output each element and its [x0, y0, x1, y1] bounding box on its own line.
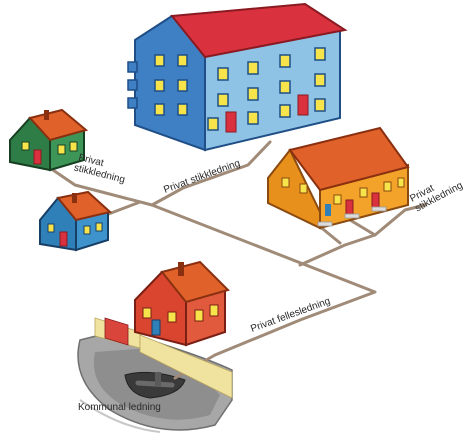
pipe-row-house-b — [348, 218, 377, 237]
label-municipal-line: Kommunal ledning — [78, 402, 161, 413]
road-excavation — [77, 329, 233, 433]
house-green — [9, 108, 89, 172]
label-private-service-line-left: Privat stikkledning — [73, 152, 129, 186]
row-house — [267, 126, 410, 230]
pipe-main-shared — [150, 203, 377, 357]
pipe-left-house — [48, 166, 154, 207]
label-private-shared-line: Privat fellesledning — [249, 296, 332, 335]
fence — [94, 317, 233, 399]
pipe-apartment — [150, 140, 272, 207]
apartment-building — [127, 2, 348, 152]
label-private-service-line-center: Privat stikkledning — [162, 158, 241, 196]
label-private-service-line-right: Privat stikkledning — [408, 170, 464, 214]
house-blue — [39, 190, 113, 252]
house-red — [134, 260, 230, 347]
